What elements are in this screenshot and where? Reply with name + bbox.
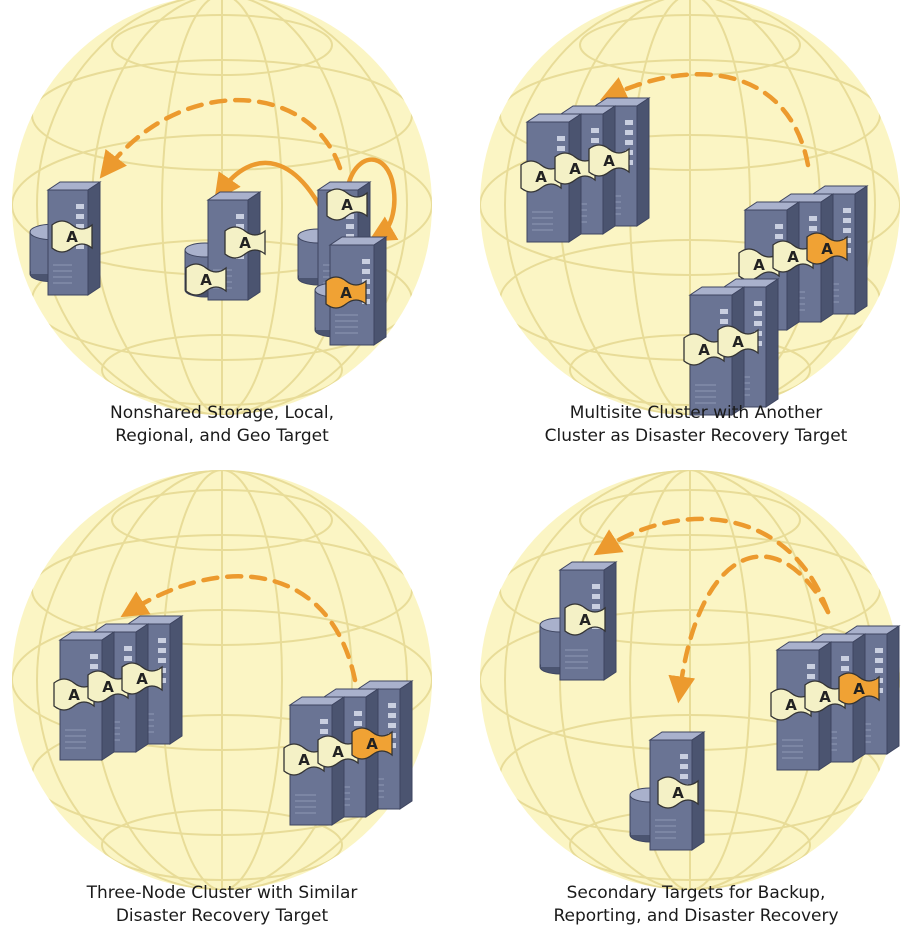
svg-text:A: A	[698, 341, 710, 359]
caption-secondary: Secondary Targets for Backup, Reporting,…	[553, 883, 839, 926]
app-flag: A	[224, 226, 266, 259]
svg-text:A: A	[366, 735, 378, 753]
server-icon	[356, 680, 414, 810]
app-flag: A	[554, 152, 596, 185]
geo-replication-arrow	[99, 97, 343, 179]
app-flag: A	[772, 240, 814, 273]
svg-text:A: A	[787, 248, 799, 266]
reporting-replication-arrow	[668, 554, 831, 704]
app-flag: A	[717, 325, 759, 358]
app-flag: A	[185, 263, 227, 296]
app-flag: A	[121, 662, 163, 695]
app-flag: A	[283, 743, 325, 776]
active-app-flag: A	[325, 276, 367, 309]
svg-text:A: A	[298, 751, 310, 769]
svg-text:A: A	[579, 611, 591, 629]
svg-text:A: A	[819, 688, 831, 706]
svg-text:A: A	[821, 240, 833, 258]
svg-text:A: A	[332, 743, 344, 761]
svg-text:A: A	[732, 333, 744, 351]
svg-text:A: A	[569, 160, 581, 178]
caption-three-node: Three-Node Cluster with Similar Disaster…	[86, 883, 358, 926]
dr-replication-arrow	[120, 574, 358, 683]
app-flag: A	[804, 680, 846, 713]
active-app-flag: A	[838, 672, 880, 705]
svg-text:A: A	[68, 686, 80, 704]
caption-multisite: Multisite Cluster with Another Cluster a…	[544, 403, 848, 446]
active-app-flag: A	[351, 727, 393, 760]
app-flag: A	[564, 603, 606, 636]
app-flag: A	[326, 188, 368, 221]
svg-text:A: A	[853, 680, 865, 698]
svg-text:A: A	[239, 234, 251, 252]
app-flag: A	[87, 670, 129, 703]
svg-text:A: A	[102, 678, 114, 696]
app-flag: A	[683, 333, 725, 366]
svg-text:A: A	[785, 696, 797, 714]
app-flag: A	[51, 220, 93, 253]
app-flag: A	[317, 735, 359, 768]
servers-layer: A A A A A A A A A A A A A A A A A A A A A A A A	[29, 97, 901, 851]
app-flag: A	[770, 688, 812, 721]
svg-text:A: A	[672, 784, 684, 802]
svg-text:A: A	[535, 168, 547, 186]
dr-replication-arrow	[599, 72, 811, 168]
svg-text:A: A	[341, 196, 353, 214]
app-flag: A	[657, 776, 699, 809]
app-flag: A	[588, 144, 630, 177]
svg-text:A: A	[603, 152, 615, 170]
svg-text:A: A	[136, 670, 148, 688]
active-app-flag: A	[806, 232, 848, 265]
app-flag: A	[738, 248, 780, 281]
caption-nonshared: Nonshared Storage, Local, Regional, and …	[110, 403, 334, 446]
app-flag: A	[520, 160, 562, 193]
svg-text:A: A	[66, 228, 78, 246]
svg-text:A: A	[340, 284, 352, 302]
svg-text:A: A	[200, 271, 212, 289]
svg-text:A: A	[753, 256, 765, 274]
app-flag: A	[53, 678, 95, 711]
